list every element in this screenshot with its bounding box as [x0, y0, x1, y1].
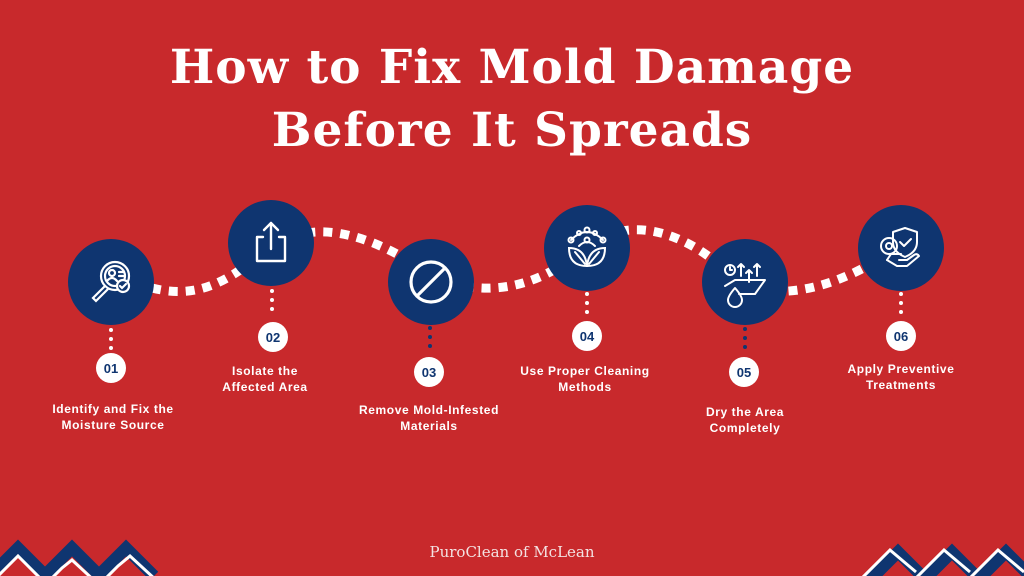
- step-6-label-line1: Apply Preventive: [847, 362, 955, 376]
- step-3-icon-circle: [388, 239, 474, 325]
- step-6-number-badge: 06: [886, 321, 916, 351]
- leaf-molecule-icon: [567, 226, 607, 268]
- step-2-number-badge: 02: [258, 322, 288, 352]
- shield-hand-gear-icon: [880, 227, 920, 267]
- step-2-icon-circle: [228, 200, 314, 286]
- step-2-label: Isolate the Affected Area: [175, 363, 355, 395]
- title-line-1: How to Fix Mold Damage: [169, 40, 855, 95]
- step-1-number-badge: 01: [96, 353, 126, 383]
- title-line-2: Before It Spreads: [271, 103, 753, 158]
- step-4-connector-dots: [585, 292, 589, 319]
- magnifier-profile-check-icon: [91, 260, 131, 303]
- page-title: How to Fix Mold Damage Before It Spreads: [0, 36, 1024, 162]
- prohibited-icon: [409, 260, 453, 304]
- upload-box-icon: [255, 221, 287, 263]
- step-5-icon-circle: [702, 239, 788, 325]
- evaporation-drop-icon: [724, 263, 766, 308]
- footer-brand: PuroClean of McLean: [429, 543, 595, 561]
- step-2-label-line1: Isolate the: [232, 364, 298, 378]
- step-3-number-badge: 03: [414, 357, 444, 387]
- step-6-label: Apply Preventive Treatments: [811, 361, 991, 393]
- step-3-connector-dots: [428, 326, 432, 353]
- step-2-label-line2: Affected Area: [222, 380, 308, 394]
- step-3-label-line2: Materials: [400, 419, 458, 433]
- step-4-label: Use Proper Cleaning Methods: [495, 363, 675, 395]
- step-5-connector-dots: [743, 327, 747, 354]
- step-5-label: Dry the Area Completely: [655, 404, 835, 436]
- chevron-decoration-left: [0, 539, 159, 576]
- step-1-icon-circle: [68, 239, 154, 325]
- step-5-number-badge: 05: [729, 357, 759, 387]
- step-6-icon-circle: [858, 205, 944, 291]
- step-5-label-line1: Dry the Area: [705, 405, 785, 419]
- step-2-connector-dots: [270, 289, 274, 316]
- step-6-label-line2: Treatments: [865, 378, 937, 392]
- step-1-connector-dots: [109, 328, 113, 355]
- step-1-label-line1: Identify and Fix the: [52, 402, 174, 416]
- step-3-label-line1: Remove Mold-Infested: [358, 403, 499, 417]
- step-4-label-line2: Methods: [558, 380, 612, 394]
- step-1-label-line2: Moisture Source: [61, 418, 165, 432]
- step-5-label-line2: Completely: [709, 421, 781, 435]
- step-4-icon-circle: [544, 205, 630, 291]
- step-4-label-line1: Use Proper Cleaning: [520, 364, 650, 378]
- step-6-connector-dots: [899, 292, 903, 319]
- step-4-number-badge: 04: [572, 321, 602, 351]
- chevron-decoration-right: [861, 543, 1024, 576]
- step-3-label: Remove Mold-Infested Materials: [339, 402, 519, 434]
- step-1-label: Identify and Fix the Moisture Source: [23, 401, 203, 433]
